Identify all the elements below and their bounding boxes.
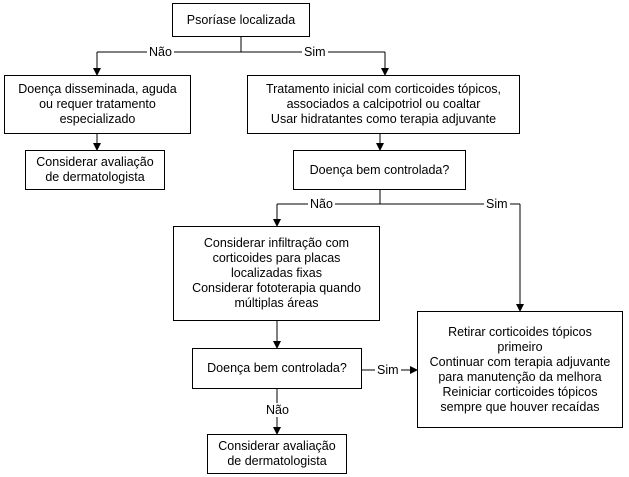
label-no-1: Não <box>147 45 174 59</box>
node-infiltration-text: Considerar infiltração com corticoides p… <box>192 236 361 310</box>
node-derm-bottom: Considerar avaliação de dermatologista <box>207 434 347 474</box>
node-controlled-2: Doença bem controlada? <box>192 348 362 389</box>
node-disseminated-text: Doença disseminada, aguda ou requer trat… <box>18 82 177 126</box>
label-yes-3: Sim <box>375 363 401 377</box>
node-controlled-2-text: Doença bem controlada? <box>207 361 347 375</box>
node-derm-bottom-text: Considerar avaliação de dermatologista <box>218 439 336 468</box>
node-initial-treatment-text: Tratamento inicial com corticoides tópic… <box>265 82 502 126</box>
node-initial-treatment: Tratamento inicial com corticoides tópic… <box>247 75 520 134</box>
node-infiltration: Considerar infiltração com corticoides p… <box>173 226 380 321</box>
node-start: Psoríase localizada <box>172 3 310 37</box>
node-controlled-1: Doença bem controlada? <box>293 150 466 190</box>
node-withdraw-text: Retirar corticoides tópicos primeiro Con… <box>429 324 611 414</box>
label-yes-1: Sim <box>302 45 328 59</box>
label-yes-2: Sim <box>484 197 510 211</box>
node-start-text: Psoríase localizada <box>186 12 296 27</box>
node-derm-left: Considerar avaliação de dermatologista <box>25 150 165 190</box>
node-disseminated: Doença disseminada, aguda ou requer trat… <box>4 75 191 134</box>
node-withdraw: Retirar corticoides tópicos primeiro Con… <box>417 311 623 428</box>
node-derm-left-text: Considerar avaliação de dermatologista <box>36 155 154 184</box>
label-no-2: Não <box>308 197 335 211</box>
node-controlled-1-text: Doença bem controlada? <box>309 162 450 177</box>
label-no-3: Não <box>264 403 291 417</box>
